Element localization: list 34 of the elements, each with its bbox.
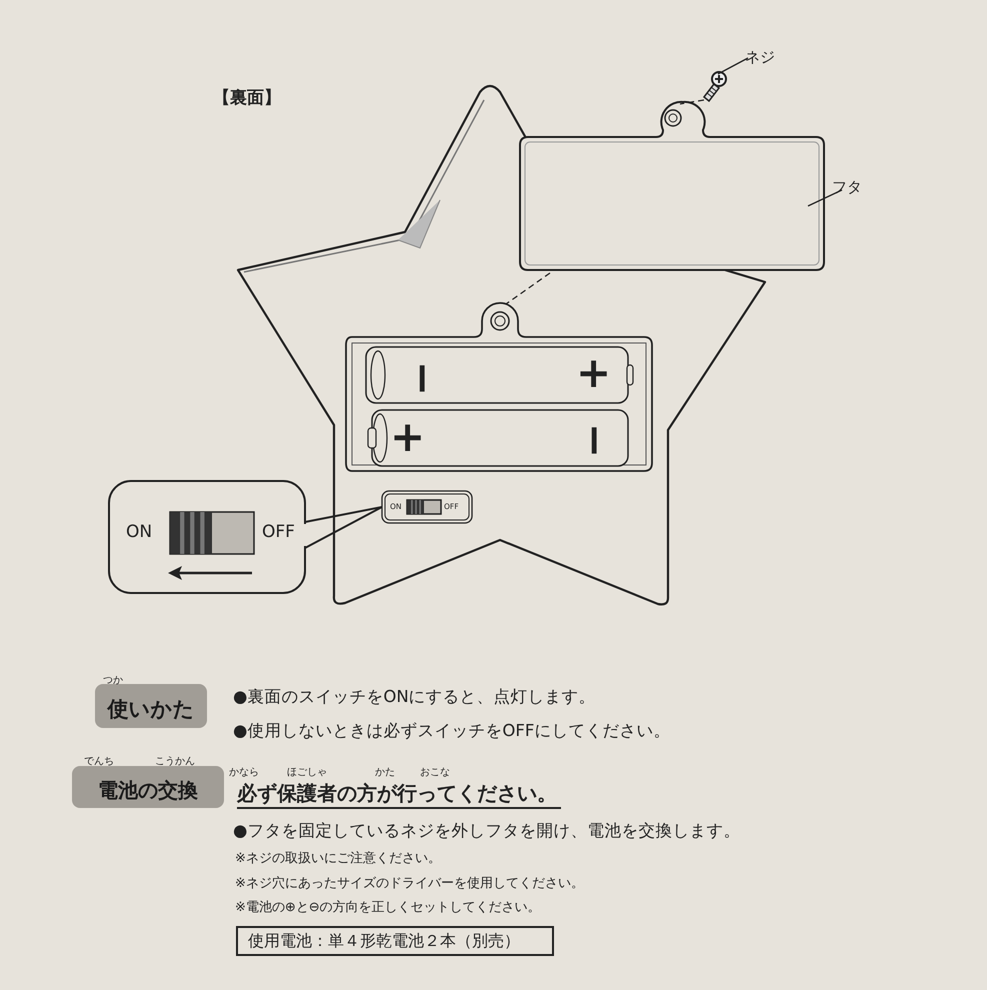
note-text: ※ネジの取扱いにご注意ください。 <box>235 850 441 867</box>
switch-label: ON <box>126 522 152 542</box>
instruction-text: ●使用しないときは必ずスイッチをOFFにしてください。 <box>233 720 670 742</box>
ruby-text: かなら <box>229 766 259 779</box>
ruby-text: つか <box>103 674 123 687</box>
battery-polarity-mark: + <box>576 348 612 397</box>
ruby-text: かた <box>375 766 395 779</box>
instruction-text: ●フタを固定しているネジを外しフタを開け、電池を交換します。 <box>233 820 740 842</box>
note-text: ※電池の⊕と⊖の方向を正しくセットしてください。 <box>235 899 541 916</box>
heading-badge: 使いかた <box>95 684 207 728</box>
screw-icon <box>700 70 726 102</box>
battery-polarity-mark: − <box>399 360 448 396</box>
warning-text: 必ず保護者の方が行ってください。 <box>237 780 561 809</box>
instruction-text: ●裏面のスイッチをONにすると、点灯します。 <box>233 686 596 708</box>
heading-badge: 電池の交換 <box>72 766 224 808</box>
ruby-text: でんち <box>84 755 114 768</box>
battery-polarity-mark: − <box>571 422 620 458</box>
switch-label: OFF <box>262 522 295 542</box>
battery-polarity-mark: + <box>390 412 426 461</box>
lid-drawing <box>518 98 828 273</box>
ruby-text: こうかん <box>155 755 195 768</box>
dashed-guide-line <box>680 99 704 105</box>
section-heading: 【裏面】 <box>213 87 281 109</box>
switch-callout <box>108 480 306 594</box>
slide-switch <box>381 490 473 524</box>
ruby-text: おこな <box>420 766 450 779</box>
battery-holder-drawing <box>344 301 654 472</box>
note-text: ※ネジ穴にあったサイズのドライバーを使用してください。 <box>235 875 584 892</box>
leader-line <box>718 57 748 75</box>
part-label: ネジ <box>745 45 781 69</box>
leader-line <box>808 189 842 207</box>
dashed-guide-line <box>506 272 550 305</box>
ruby-text: ほごしゃ <box>287 766 327 779</box>
info-box: 使用電池：単４形乾電池２本（別売） <box>236 926 554 956</box>
